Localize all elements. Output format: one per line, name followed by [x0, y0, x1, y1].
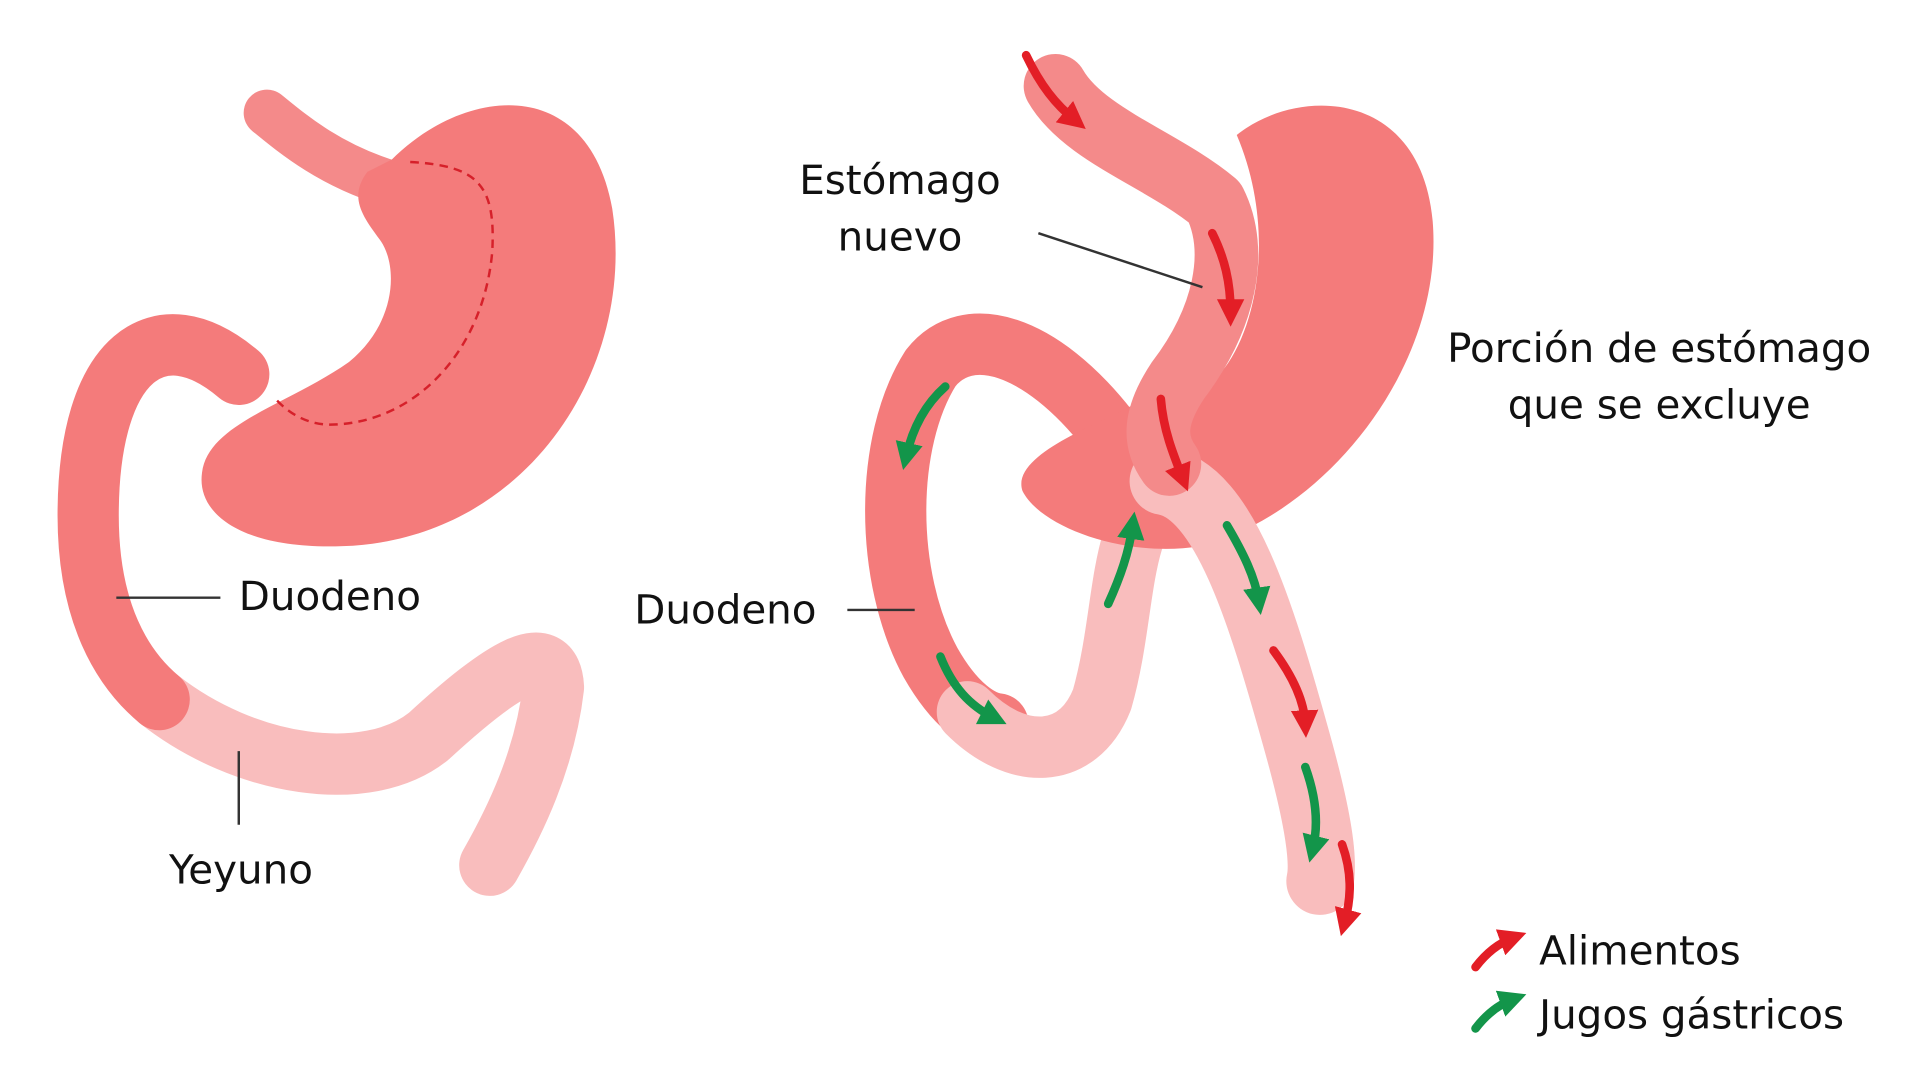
normal-anatomy: Duodeno Yeyuno: [57, 89, 616, 896]
left-duodeno-label: Duodeno: [239, 572, 421, 620]
juice-arrow-icon: [1222, 520, 1271, 615]
juice-arrow-icon: [1103, 511, 1145, 609]
legend-juice-label: Jugos gástricos: [1536, 990, 1844, 1038]
right-duodeno-label: Duodeno: [634, 585, 816, 633]
new-stomach-label-line1: Estómago: [799, 156, 1001, 204]
excluded-stomach: [1021, 105, 1434, 549]
legend: Alimentos Jugos gástricos: [1471, 927, 1844, 1038]
legend-food-label: Alimentos: [1539, 927, 1740, 975]
left-duodenum: [57, 314, 270, 731]
red-arrow-icon: [1471, 929, 1527, 972]
new-stomach-label-line2: nuevo: [838, 212, 963, 260]
food-arrow-icon: [1334, 840, 1362, 937]
juice-arrow-icon: [936, 652, 1007, 725]
yeyuno-label: Yeyuno: [168, 846, 313, 894]
juice-arrow-icon: [1301, 762, 1330, 863]
excluded-label-line1: Porción de estómago: [1447, 324, 1871, 372]
food-arrow-icon: [1156, 394, 1191, 492]
green-arrow-icon: [1471, 990, 1527, 1033]
excluded-label-line2: que se excluye: [1508, 380, 1811, 428]
food-arrow-icon: [1207, 228, 1245, 327]
left-stomach: [201, 105, 616, 547]
food-arrow-icon: [1269, 646, 1319, 738]
left-jejunum: [128, 632, 585, 896]
juice-arrow-icon: [895, 382, 950, 470]
bypass-anatomy: Estómago nuevo Porción de estómago que s…: [634, 50, 1871, 937]
new-stomach-leader: [1037, 232, 1203, 289]
food-arrow-icon: [1021, 50, 1086, 129]
